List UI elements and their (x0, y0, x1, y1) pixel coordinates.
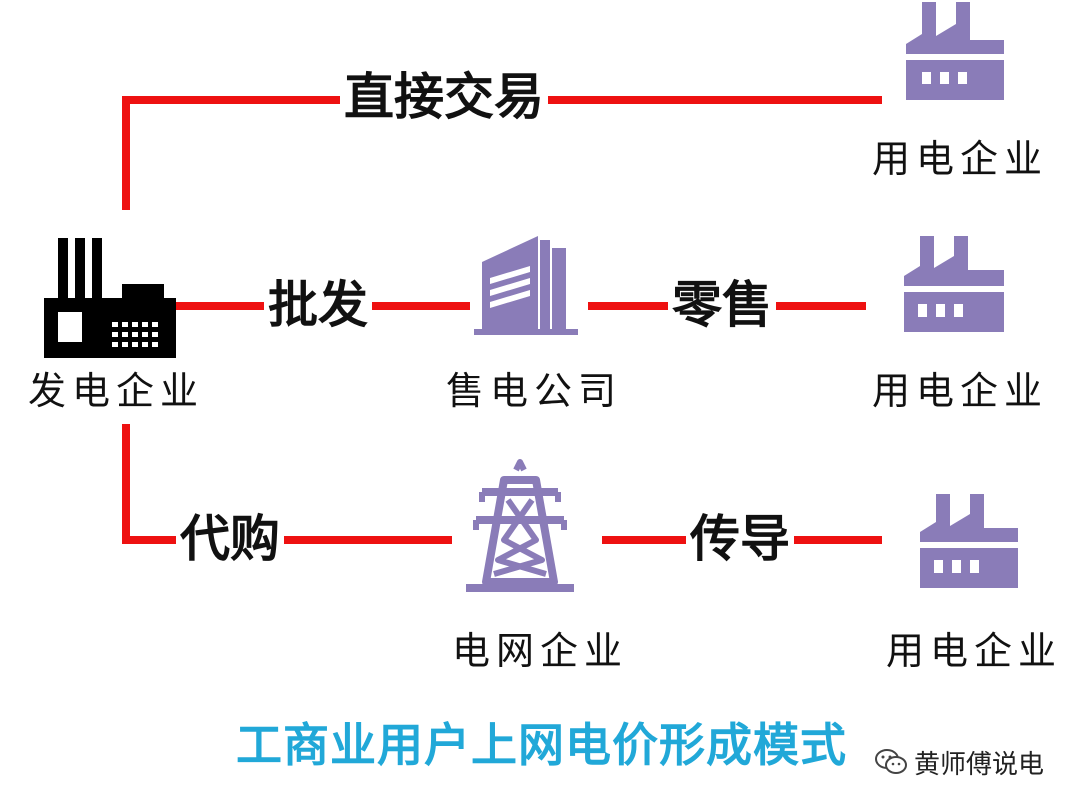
watermark: 黄师傅说电 (868, 742, 1051, 782)
edge-label-wholesale: 批发 (264, 280, 372, 330)
factory-icon-top (906, 2, 1004, 100)
power-plant-icon (44, 238, 176, 358)
node-label-retailer: 售电公司 (446, 369, 623, 413)
line-direct-trade (122, 96, 882, 210)
office-building-icon (474, 236, 578, 335)
node-label-consumer-mid: 用电企业 (872, 369, 1049, 413)
node-label-consumer-bottom: 用电企业 (886, 629, 1063, 673)
wechat-icon (875, 749, 907, 774)
diagram-caption: 工商业用户上网电价形成模式 (236, 718, 847, 772)
factory-icon-bottom (920, 494, 1018, 588)
node-label-generator: 发电企业 (28, 369, 205, 413)
line-agent-purchase (122, 424, 452, 544)
factory-icon-mid (904, 236, 1004, 332)
node-label-consumer-top: 用电企业 (872, 137, 1049, 181)
transmission-tower-icon (466, 459, 574, 592)
edge-label-retail: 零售 (668, 280, 776, 330)
edge-label-direct-trade: 直接交易 (340, 72, 548, 122)
node-label-grid: 电网企业 (452, 629, 629, 673)
edge-label-transmission: 传导 (686, 514, 794, 564)
watermark-text: 黄师傅说电 (914, 749, 1045, 780)
edge-label-agent-purchase: 代购 (176, 514, 284, 564)
